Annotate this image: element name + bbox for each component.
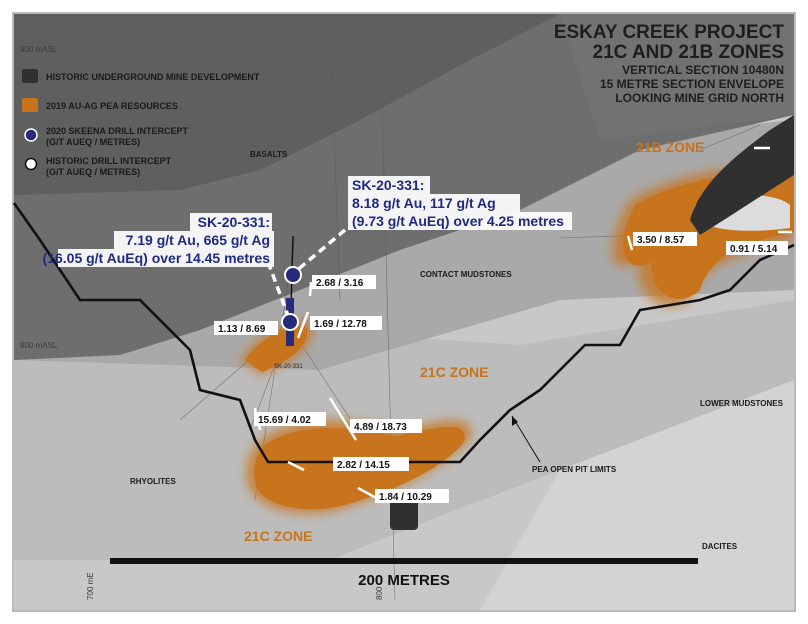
subtitle-line-3: LOOKING MINE GRID NORTH <box>615 91 784 105</box>
legend-historic-label-2: (G/T AUEQ / METRES) <box>46 167 140 177</box>
legend-skeena-label-1: 2020 SKEENA DRILL INTERCEPT <box>46 126 189 136</box>
skeena-intercept-marker-lower <box>281 313 299 331</box>
callout-leader-left <box>266 261 291 319</box>
legend: HISTORIC UNDERGROUND MINE DEVELOPMENT 20… <box>22 69 260 177</box>
drill-hole-label: SK-20-331 <box>274 364 303 370</box>
zone-label-21c-lower: 21C ZONE <box>244 528 312 544</box>
intercept-labels: 2.68 / 3.16 1.13 / 8.69 1.69 / 12.78 15.… <box>214 232 788 503</box>
callout-leader-right <box>293 228 347 274</box>
callout-left-grades: 7.19 g/t Au, 665 g/t Ag <box>126 232 270 248</box>
geology-label-contact-mudstones: CONTACT MUDSTONES <box>420 270 512 279</box>
title-backdrop <box>560 14 794 140</box>
elevation-label-800: 800 mASL <box>20 341 58 350</box>
underground-development <box>390 115 794 530</box>
pit-label-arrowhead <box>512 416 518 426</box>
intercept-label: 2.82 / 14.15 <box>337 460 390 471</box>
callout-left-eq: (16.05 g/t AuEq) over 14.45 metres <box>43 250 271 266</box>
legend-skeena-marker <box>24 128 38 142</box>
zone-label-21c-middle: 21C ZONE <box>420 364 488 380</box>
pit-label-leader <box>511 415 541 463</box>
legend-pea-label: 2019 AU-AG PEA RESOURCES <box>46 101 178 111</box>
intercept-label: 1.13 / 8.69 <box>218 324 266 335</box>
callout-right-eq: (9.73 g/t AuEq) over 4.25 metres <box>352 213 564 229</box>
hanging-wall-unit <box>14 14 560 195</box>
skeena-intercept-marker-upper <box>284 266 302 284</box>
subtitle-line-2: 15 METRE SECTION ENVELOPE <box>600 77 784 91</box>
legend-historic-label-1: HISTORIC DRILL INTERCEPT <box>46 156 172 166</box>
title-line-1: ESKAY CREEK PROJECT <box>554 22 785 43</box>
legend-underground-label: HISTORIC UNDERGROUND MINE DEVELOPMENT <box>46 72 260 82</box>
geology-label-lower-mudstones: LOWER MUDSTONES <box>700 399 784 408</box>
legend-underground-swatch <box>22 69 38 83</box>
callout-left: SK-20-331: 7.19 g/t Au, 665 g/t Ag (16.0… <box>43 213 274 267</box>
geology-label-basalts: BASALTS <box>250 150 288 159</box>
easting-label-800: 800 <box>375 586 384 600</box>
legend-historic-marker <box>24 157 38 171</box>
subtitle-line-1: VERTICAL SECTION 10480N <box>622 63 784 77</box>
callout-right-hole: SK-20-331: <box>352 177 424 193</box>
intercept-label: 4.89 / 18.73 <box>354 422 407 433</box>
geology-label-rhyolites: RHYOLITES <box>130 477 176 486</box>
callout-left-hole: SK-20-331: <box>198 214 270 230</box>
pit-limit-label: PEA OPEN PIT LIMITS <box>532 465 617 474</box>
callout-right: SK-20-331: 8.18 g/t Au, 117 g/t Ag (9.73… <box>348 176 572 230</box>
geology-label-dacites: DACITES <box>702 542 738 551</box>
intercept-label: 2.68 / 3.16 <box>316 278 364 289</box>
callout-right-grades: 8.18 g/t Au, 117 g/t Ag <box>352 195 496 211</box>
legend-pea-swatch <box>22 98 38 112</box>
intercept-label: 1.84 / 10.29 <box>379 492 432 503</box>
scale-bar-label: 200 METRES <box>358 572 450 589</box>
zone-label-21b: 21B ZONE <box>636 139 704 155</box>
dacite-unit <box>480 380 794 610</box>
elevation-label-900: 900 mASL <box>20 45 58 54</box>
intercept-label: 0.91 / 5.14 <box>730 244 778 255</box>
intercept-label: 15.69 / 4.02 <box>258 415 311 426</box>
intercept-label: 1.69 / 12.78 <box>314 319 367 330</box>
legend-skeena-label-2: (G/T AUEQ / METRES) <box>46 137 140 147</box>
intercept-label: 3.50 / 8.57 <box>637 235 685 246</box>
title-line-2: 21C AND 21B ZONES <box>593 42 784 63</box>
pea-pit-limit <box>12 202 795 464</box>
easting-label-700: 700 mE <box>86 572 95 600</box>
